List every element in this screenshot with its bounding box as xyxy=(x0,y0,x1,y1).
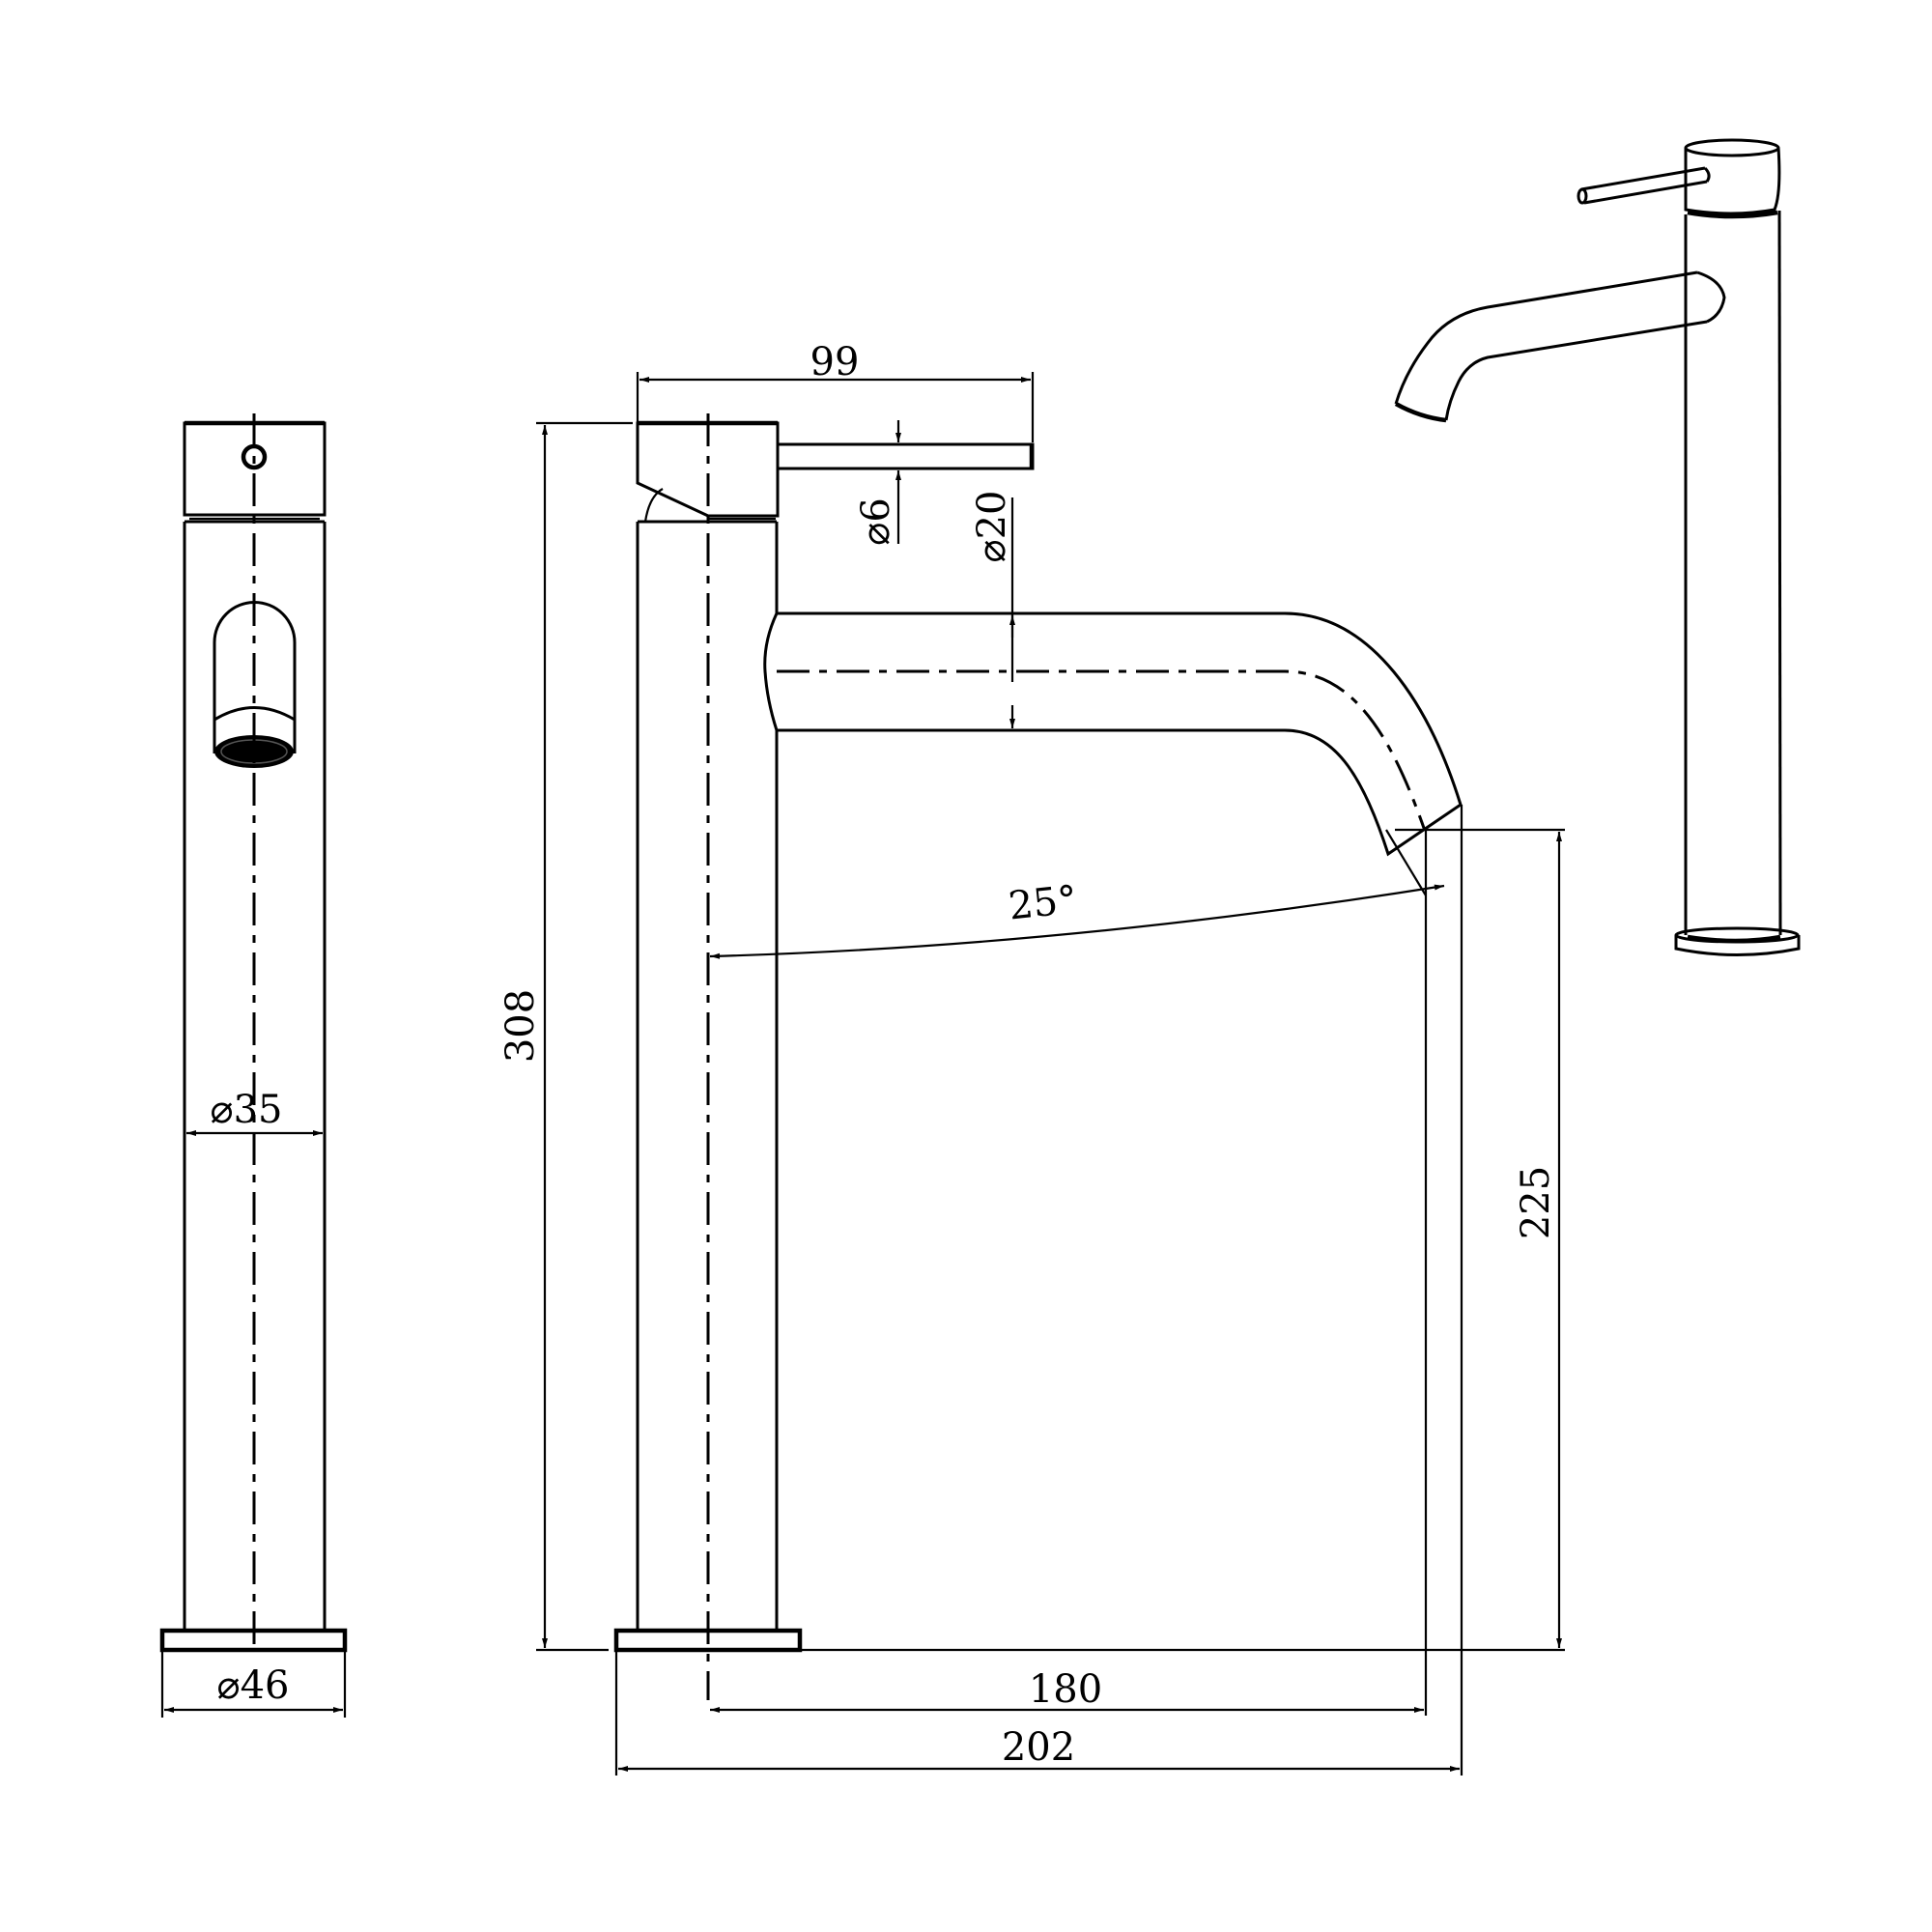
iso-spout xyxy=(1394,270,1726,421)
dim-base-diameter: ⌀46 xyxy=(217,1663,290,1708)
front-elevation: 99 ⌀6 ⌀20 308 25° 225 180 202 xyxy=(498,340,1565,1776)
isometric-view xyxy=(1394,138,1801,956)
side-view: ⌀35 ⌀46 xyxy=(159,413,348,1718)
dim-spout-reach: 180 xyxy=(1029,1667,1102,1712)
aerator-icon xyxy=(214,735,294,768)
front-spout xyxy=(763,611,1463,857)
dim-spout-diameter: ⌀20 xyxy=(970,491,1014,563)
dim-spout-height: 225 xyxy=(1514,1166,1558,1239)
iso-lever xyxy=(1580,166,1708,205)
dim-overall-depth: 202 xyxy=(1002,1725,1075,1770)
dim-lever-diameter: ⌀6 xyxy=(854,497,898,546)
dim-overall-height: 308 xyxy=(498,989,543,1063)
front-lever xyxy=(778,442,1035,470)
dim-body-diameter: ⌀35 xyxy=(211,1088,283,1132)
dim-lever-reach: 99 xyxy=(810,340,860,384)
dim-swivel-angle: 25° xyxy=(1007,877,1079,928)
iso-cap-top xyxy=(1684,138,1780,157)
